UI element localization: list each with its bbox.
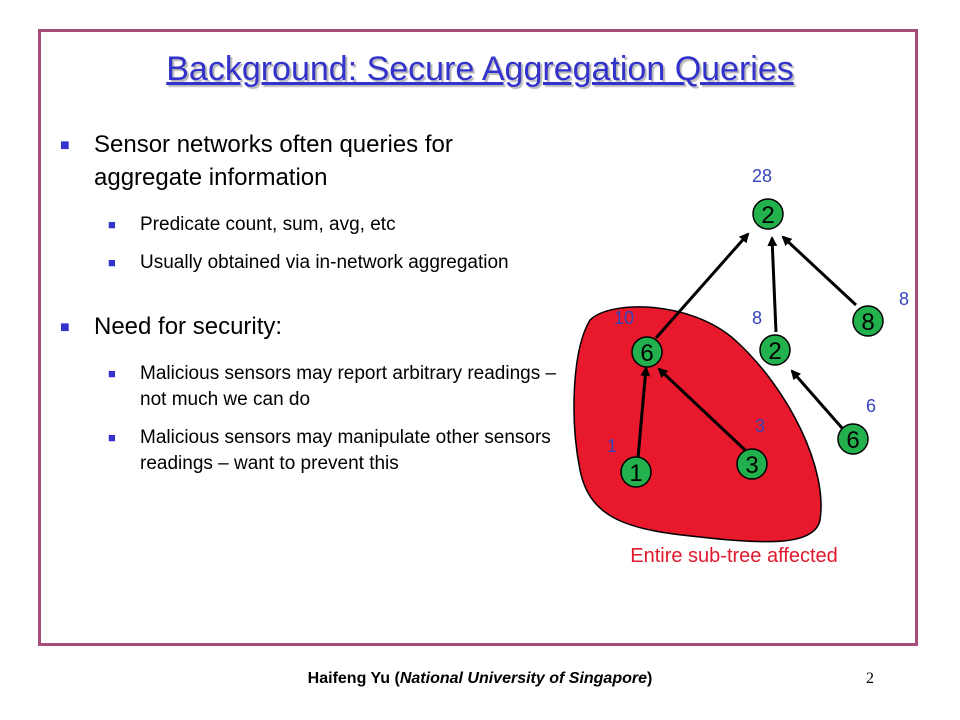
bullet-level2: ■ Predicate count, sum, avg, etc	[58, 212, 558, 238]
square-bullet-icon: ■	[108, 255, 116, 270]
bullet-level1: ■ Sensor networks often queries for aggr…	[58, 128, 558, 194]
svg-text:3: 3	[745, 452, 758, 479]
bullet-level2: ■ Usually obtained via in-network aggreg…	[58, 250, 558, 276]
edge-arrow	[767, 236, 778, 333]
bullet-text: Need for security:	[94, 313, 283, 340]
bullet-text: Malicious sensors may report arbitrary r…	[140, 363, 557, 410]
square-bullet-icon: ■	[108, 217, 116, 232]
svg-text:6: 6	[846, 427, 859, 454]
square-bullet-icon: ■	[60, 137, 70, 154]
sum-label-left-mid: 10	[614, 308, 634, 328]
bullet-text: Malicious sensors may manipulate other s…	[140, 427, 551, 474]
svg-text:8: 8	[861, 309, 874, 336]
bullet-text: Predicate count, sum, avg, etc	[140, 214, 396, 235]
bullet-level1: ■ Need for security:	[58, 310, 558, 343]
bullet-text: Usually obtained via in-network aggregat…	[140, 252, 509, 273]
edge-arrow	[654, 232, 750, 339]
tree-node-root: 2	[752, 198, 784, 230]
sum-label-leaf-three: 3	[755, 416, 765, 436]
tree-node-leaf-three: 3	[736, 448, 768, 480]
tree-node-leaf-six: 6	[837, 423, 869, 455]
slide-frame	[38, 29, 918, 646]
square-bullet-icon: ■	[108, 430, 116, 445]
slide-title: Background: Secure Aggregation Queries	[166, 50, 794, 88]
page-number: 2	[866, 670, 874, 687]
bullet-text: Sensor networks often queries for aggreg…	[94, 131, 453, 191]
footer-author: Haifeng Yu (National University of Singa…	[307, 670, 653, 687]
sum-label-root: 28	[752, 166, 772, 186]
author-name: Haifeng Yu	[307, 670, 391, 687]
svg-text:2: 2	[768, 338, 781, 365]
svg-text:1: 1	[629, 460, 642, 487]
bullet-level2: ■ Malicious sensors may manipulate other…	[58, 425, 558, 477]
edge-arrow	[636, 366, 651, 459]
tree-node-leaf-one: 1	[620, 456, 652, 488]
tree-node-left-mid: 6	[631, 336, 663, 368]
square-bullet-icon: ■	[108, 366, 116, 381]
square-bullet-icon: ■	[60, 319, 70, 336]
affected-caption: Entire sub-tree affected	[630, 545, 838, 567]
bullet-level2: ■ Malicious sensors may report arbitrary…	[58, 361, 558, 413]
sum-label-leaf-six: 6	[866, 396, 876, 416]
svg-text:2: 2	[761, 202, 774, 229]
tree-node-right-mid: 8	[852, 305, 884, 337]
tree-node-center-mid: 2	[759, 334, 791, 366]
svg-text:6: 6	[640, 340, 653, 367]
sum-label-right-mid: 8	[899, 289, 909, 309]
edge-arrow	[790, 369, 844, 429]
sum-label-leaf-one: 1	[607, 436, 617, 456]
edge-arrow	[781, 235, 858, 307]
author-affiliation: National University of Singapore	[399, 670, 647, 687]
sum-label-center-mid: 8	[752, 308, 762, 328]
edge-arrow	[657, 367, 747, 452]
bullet-list: ■ Sensor networks often queries for aggr…	[58, 128, 558, 489]
